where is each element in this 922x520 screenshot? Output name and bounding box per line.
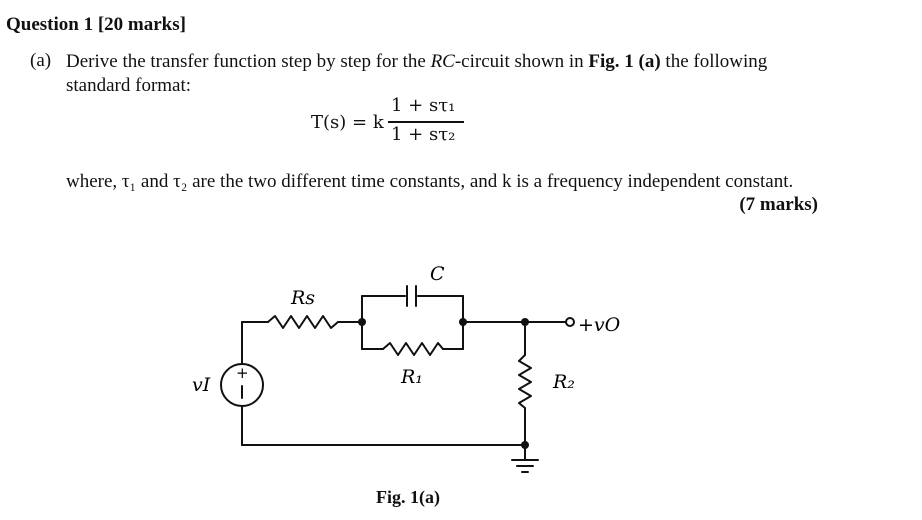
junction-output [521,318,529,326]
circuit-name: RC [430,51,455,72]
instruction-text-after: the following [660,51,768,72]
question-heading: Question 1 [20 marks] [6,14,186,35]
source-plus-sign: + [236,364,249,382]
fraction-bar [388,121,464,123]
where-paragraph: where, τ₁ and τ₂ are the two different t… [66,171,794,192]
junction-left [358,318,366,326]
transfer-function-numerator: 1 + sτ₁ [391,95,456,116]
junction-bottom [521,441,529,449]
label-r2: R₂ [552,371,575,393]
label-vi: vI [192,374,211,396]
instruction-line-2: standard format: [66,75,192,96]
output-terminal [565,317,575,327]
resistor-r1 [382,342,444,356]
label-r1: R₁ [400,366,423,388]
resistor-rs [267,315,339,329]
figure-caption: Fig. 1(a) [376,487,440,507]
label-vo: +vO [578,314,621,336]
part-a-label: (a) [30,50,52,71]
figure-reference: Fig. 1 (a) [588,51,661,72]
part-a-instruction: Derive the transfer function step by ste… [66,50,826,98]
transfer-function-denominator: 1 + sτ₂ [391,124,456,145]
marks-label: (7 marks) [739,194,818,215]
junction-right [459,318,467,326]
instruction-text-before: Derive the transfer function step by ste… [66,51,431,72]
instruction-text-middle: -circuit shown in [454,51,589,72]
label-rs: Rs [290,287,315,309]
label-c: C [430,263,445,285]
transfer-function-lhs: T(s) = k [311,112,384,133]
resistor-r2 [518,354,532,409]
